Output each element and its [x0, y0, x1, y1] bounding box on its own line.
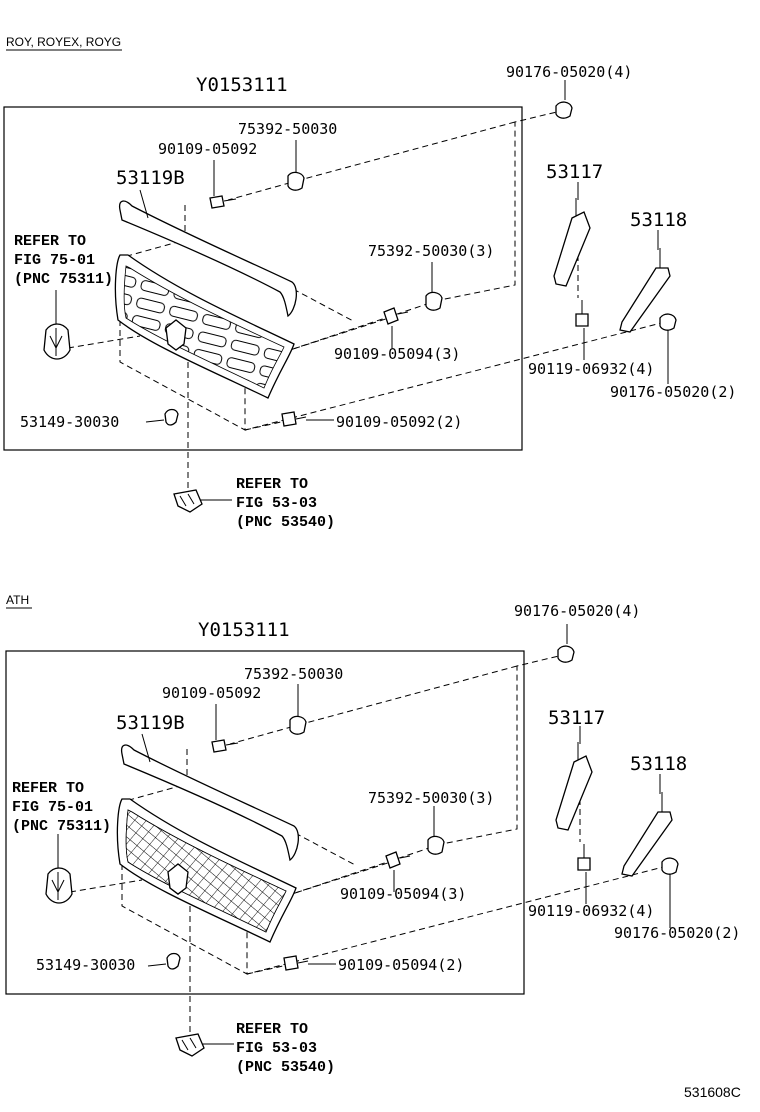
label-retainer-mid: 75392-50030(3): [368, 789, 494, 807]
section-roy: ROY, ROYEX, ROYG Y0153111 90176-05020(4)…: [3, 35, 736, 531]
assembly-label: Y0153111: [196, 74, 288, 96]
refer-bottom-line-3: (PNC 53540): [236, 1059, 335, 1076]
refer-bottom-line-3: (PNC 53540): [236, 514, 335, 531]
label-bracket-right: 53118: [630, 753, 687, 775]
variant-label: ROY, ROYEX, ROYG: [6, 35, 121, 49]
refer-bottom-line-2: FIG 53-03: [236, 1040, 317, 1057]
label-screw-top: 90109-05092: [158, 140, 257, 158]
label-nut-right: 90176-05020(2): [614, 924, 740, 942]
label-bolt-top: 90176-05020(4): [514, 602, 640, 620]
label-clip-bottom: 53149-30030: [36, 956, 135, 974]
label-clip-bottom: 53149-30030: [20, 413, 119, 431]
label-screw-bottom: 90109-05092(2): [336, 413, 462, 431]
label-retainer-mid: 75392-50030(3): [368, 242, 494, 260]
refer-emblem-line-2: FIG 75-01: [12, 799, 93, 816]
section-ath: ATH Y0153111 90176-05020(4) 75392-50030 …: [5, 593, 740, 1076]
refer-bottom-line-1: REFER TO: [236, 476, 308, 493]
label-bracket-right: 53118: [630, 209, 687, 231]
label-stud: 90119-06932(4): [528, 360, 654, 378]
refer-bottom-line-2: FIG 53-03: [236, 495, 317, 512]
label-retainer-top: 75392-50030: [244, 665, 343, 683]
label-bolt-top: 90176-05020(4): [506, 63, 632, 81]
label-bracket-left: 53117: [548, 707, 605, 729]
refer-emblem-line-1: REFER TO: [12, 780, 84, 797]
refer-emblem-line-3: (PNC 75311): [14, 271, 113, 288]
label-screw-top: 90109-05092: [162, 684, 261, 702]
label-bracket-left: 53117: [546, 161, 603, 183]
refer-emblem-line-1: REFER TO: [14, 233, 86, 250]
label-stud: 90119-06932(4): [528, 902, 654, 920]
variant-label: ATH: [6, 593, 29, 607]
label-molding: 53119B: [116, 167, 185, 189]
refer-emblem-line-3: (PNC 75311): [12, 818, 111, 835]
label-molding: 53119B: [116, 712, 185, 734]
label-screw-bottom: 90109-05094(2): [338, 956, 464, 974]
label-nut-right: 90176-05020(2): [610, 383, 736, 401]
refer-emblem-line-2: FIG 75-01: [14, 252, 95, 269]
label-screw-mid: 90109-05094(3): [340, 885, 466, 903]
figure-code: 531608C: [684, 1084, 741, 1100]
refer-bottom-line-1: REFER TO: [236, 1021, 308, 1038]
label-screw-mid: 90109-05094(3): [334, 345, 460, 363]
label-retainer-top: 75392-50030: [238, 120, 337, 138]
assembly-label: Y0153111: [198, 619, 290, 641]
